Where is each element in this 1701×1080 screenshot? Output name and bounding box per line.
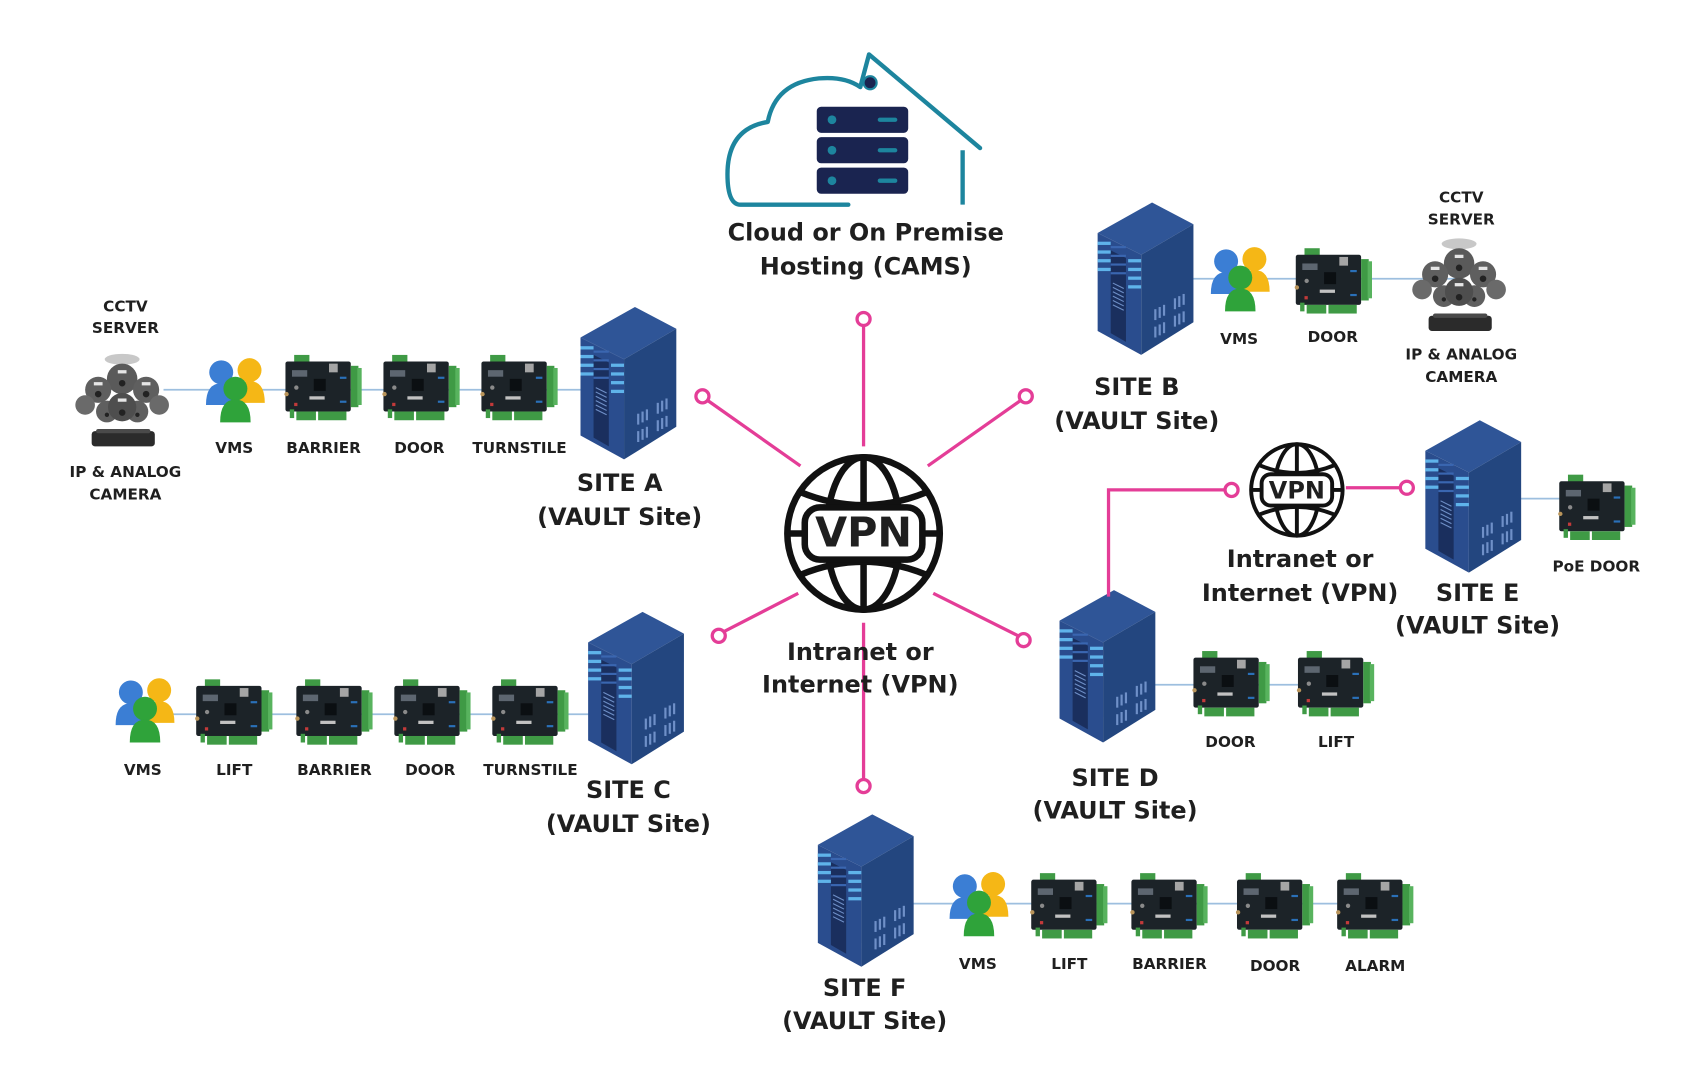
site-a-name: SITE A [577, 469, 663, 497]
site-f-name: SITE F [823, 974, 907, 1002]
controller-board-icon [1130, 873, 1208, 939]
controller-board-icon [284, 354, 362, 421]
site-f-device-label: VMS [959, 955, 997, 973]
site-f-device-label: DOOR [1250, 957, 1301, 975]
hosting-label-line2: Hosting (CAMS) [760, 252, 972, 280]
connector-node-site-b [1017, 388, 1034, 405]
controller-board-icon [393, 679, 471, 745]
site-c-device-label: VMS [124, 761, 162, 779]
site-c-name: SITE C [586, 776, 671, 804]
site-f-server-icon [817, 813, 915, 968]
connector-node-vpn-left [1223, 481, 1240, 499]
hub-label-line2: Internet (VPN) [762, 670, 958, 698]
controller-board-icon [195, 679, 273, 745]
controller-board-icon [1030, 873, 1108, 939]
site-b: VMS DOOR CCTV SERVER IP & ANALOG CAMERA … [1054, 188, 1517, 434]
connector-node-vpn-right [1398, 479, 1415, 496]
site-a-cctv-bottom1: IP & ANALOG [70, 463, 182, 481]
site-c-device-label: TURNSTILE [483, 761, 577, 779]
site-e-type: (VAULT Site) [1395, 612, 1560, 640]
site-c: VMS LIFT BARRIER DOOR TURNSTILE SITE C (… [115, 611, 711, 838]
site-f-device-label: LIFT [1051, 955, 1088, 973]
controller-board-icon [1336, 873, 1414, 939]
controller-board-icon [1235, 873, 1314, 939]
site-a-cctv-bottom2: CAMERA [89, 486, 161, 504]
site-f-device-label: ALARM [1345, 957, 1405, 975]
site-f-type: (VAULT Site) [782, 1007, 947, 1035]
controller-board-icon [1296, 651, 1375, 717]
site-c-device-label: LIFT [216, 761, 253, 779]
controller-board-icon [1294, 248, 1372, 314]
site-b-cctv-bottom2: CAMERA [1425, 368, 1497, 386]
connector-node-site-c [710, 627, 727, 644]
site-e-name: SITE E [1436, 579, 1520, 607]
site-b-device-label: DOOR [1308, 328, 1359, 346]
site-e: VPN Intranet or Internet (VPN) PoE DOOR … [1106, 419, 1640, 640]
site-b-name: SITE B [1094, 373, 1179, 401]
connector-site-a [706, 399, 802, 468]
site-b-type: (VAULT Site) [1054, 407, 1219, 435]
site-e-server-icon [1424, 419, 1522, 574]
cctv-camera-icon [1412, 238, 1506, 331]
vms-icon [949, 872, 1009, 937]
vpn-globe-text: VPN [815, 509, 912, 557]
site-d-name: SITE D [1072, 764, 1159, 792]
site-a-server-icon [579, 306, 677, 460]
vms-icon [1210, 247, 1270, 312]
vpn-hub: VPN Intranet or Internet (VPN) [762, 457, 959, 698]
site-a-cctv-top2: SERVER [92, 319, 159, 337]
controller-board-icon [491, 679, 569, 745]
controller-board-icon [1192, 651, 1270, 717]
cloud-house-server-icon [725, 52, 983, 207]
site-f: VMS LIFT BARRIER DOOR ALARM SITE F (VAUL… [782, 813, 1414, 1035]
connector-node-site-a [694, 388, 711, 405]
controller-board-icon [382, 354, 460, 421]
site-f-device-label: BARRIER [1132, 955, 1207, 973]
connector-site-b [926, 399, 1022, 468]
site-e-vpn-globe-text: VPN [1269, 477, 1325, 505]
connector-site-d [932, 591, 1019, 638]
vms-icon [205, 358, 265, 423]
site-a-device-label: BARRIER [286, 439, 361, 457]
site-b-cctv-top2: SERVER [1428, 210, 1495, 228]
hub-connectors [694, 310, 1034, 795]
site-e-vpn-label-line1: Intranet or [1227, 545, 1374, 573]
site-a: CCTV SERVER IP & ANALOG CAMERA VMS BARRI… [70, 297, 703, 530]
site-d: DOOR LIFT SITE D (VAULT Site) [1033, 589, 1375, 825]
hub-label-line1: Intranet or [787, 638, 934, 666]
site-d-device-label: LIFT [1318, 733, 1355, 751]
site-b-cctv-top1: CCTV [1439, 188, 1484, 206]
site-c-device-label: DOOR [405, 761, 456, 779]
cctv-camera-icon [75, 353, 169, 447]
site-a-device-label: VMS [215, 439, 253, 457]
site-d-device-label: DOOR [1205, 733, 1256, 751]
hosting: Cloud or On Premise Hosting (CAMS) [725, 52, 1004, 280]
site-d-type: (VAULT Site) [1033, 797, 1198, 825]
site-d-server-icon [1058, 589, 1156, 744]
connector-site-c [723, 591, 799, 633]
connector-node-site-f [855, 777, 872, 795]
site-b-server-icon [1097, 201, 1194, 356]
controller-board-icon [295, 679, 373, 745]
site-e-device-label: PoE DOOR [1552, 558, 1640, 576]
vms-icon [115, 678, 175, 743]
site-c-type: (VAULT Site) [546, 810, 711, 838]
site-a-device-label: TURNSTILE [472, 439, 566, 457]
site-a-device-label: DOOR [394, 439, 445, 457]
site-b-cctv-bottom1: IP & ANALOG [1405, 345, 1517, 363]
site-e-vpn-label-line2: Internet (VPN) [1202, 579, 1398, 607]
connector-node-site-d [1015, 631, 1032, 649]
site-c-device-label: BARRIER [297, 761, 372, 779]
controller-board-icon [480, 354, 558, 421]
site-c-server-icon [587, 611, 685, 765]
site-a-cctv-top1: CCTV [103, 297, 148, 315]
hosting-label-line1: Cloud or On Premise [728, 219, 1004, 247]
site-a-type: (VAULT Site) [537, 503, 702, 531]
connector-node-hosting [855, 310, 872, 328]
connector-site-d-to-vpn [1106, 488, 1226, 597]
site-b-device-label: VMS [1220, 330, 1258, 348]
controller-board-icon [1558, 474, 1636, 540]
